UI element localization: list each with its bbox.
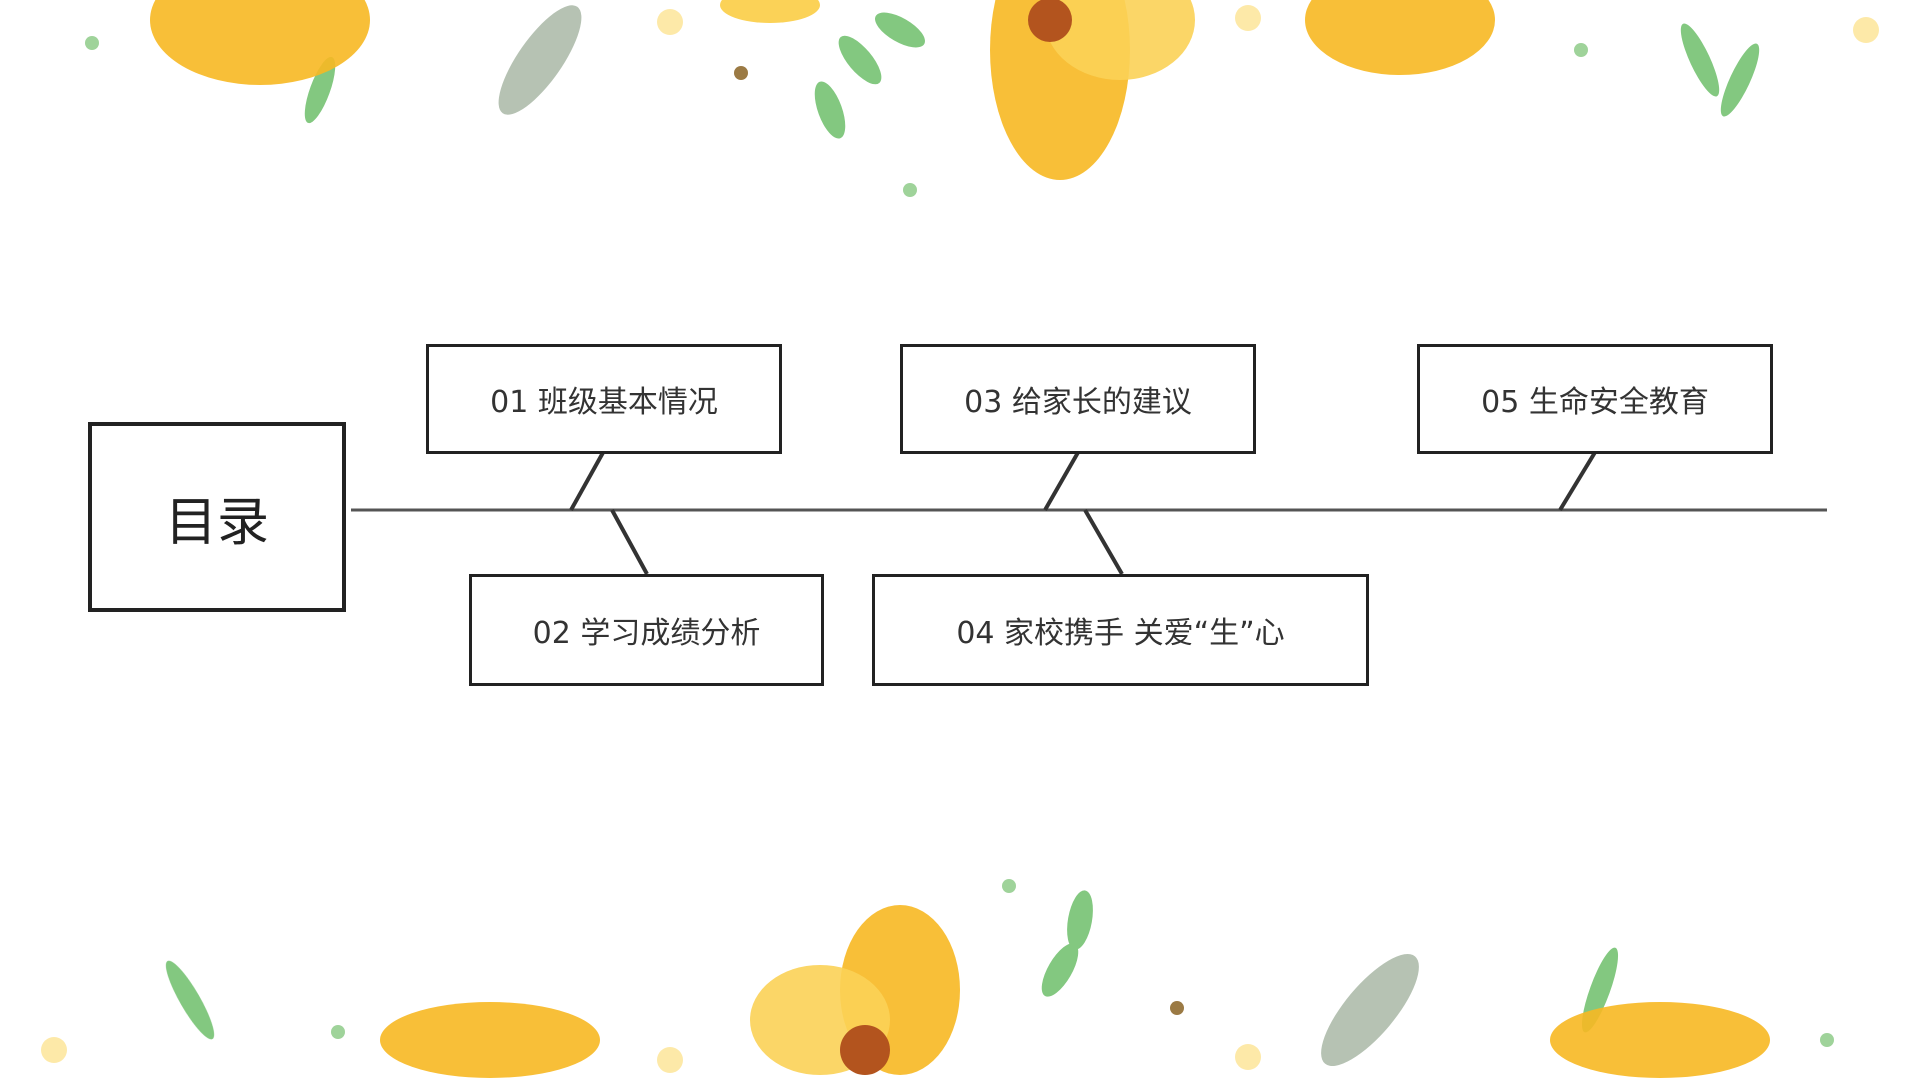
toc-item-label: 04 家校携手 关爱“生”心 xyxy=(956,616,1285,651)
toc-title-box: 目录 xyxy=(88,422,346,612)
flower-icon xyxy=(150,0,1495,180)
toc-item-01[interactable]: 01 班级基本情况 xyxy=(426,344,782,454)
leaf-icon xyxy=(304,5,1760,139)
dots-decoration xyxy=(41,879,1834,1073)
timeline-connectors xyxy=(351,447,1827,576)
toc-item-label: 02 学习成绩分析 xyxy=(532,616,761,651)
toc-item-05[interactable]: 05 生命安全教育 xyxy=(1417,344,1773,454)
toc-item-label: 03 给家长的建议 xyxy=(964,385,1192,420)
connector-03 xyxy=(1043,448,1082,511)
connector-01 xyxy=(569,448,607,511)
connector-05 xyxy=(1558,447,1599,512)
toc-item-02[interactable]: 02 学习成绩分析 xyxy=(469,574,824,686)
toc-item-03[interactable]: 03 给家长的建议 xyxy=(900,344,1256,454)
toc-item-label: 05 生命安全教育 xyxy=(1481,385,1709,420)
dots-decoration xyxy=(85,5,1879,197)
connector-04 xyxy=(1083,508,1124,576)
toc-item-04[interactable]: 04 家校携手 关爱“生”心 xyxy=(872,574,1369,686)
floral-decoration-top xyxy=(85,0,1879,197)
leaf-icon xyxy=(165,890,1619,1066)
floral-decoration-bottom xyxy=(41,879,1834,1078)
flower-icon xyxy=(380,905,1770,1078)
toc-title: 目录 xyxy=(164,492,269,553)
toc-item-label: 01 班级基本情况 xyxy=(490,385,718,420)
connector-02 xyxy=(610,509,649,575)
